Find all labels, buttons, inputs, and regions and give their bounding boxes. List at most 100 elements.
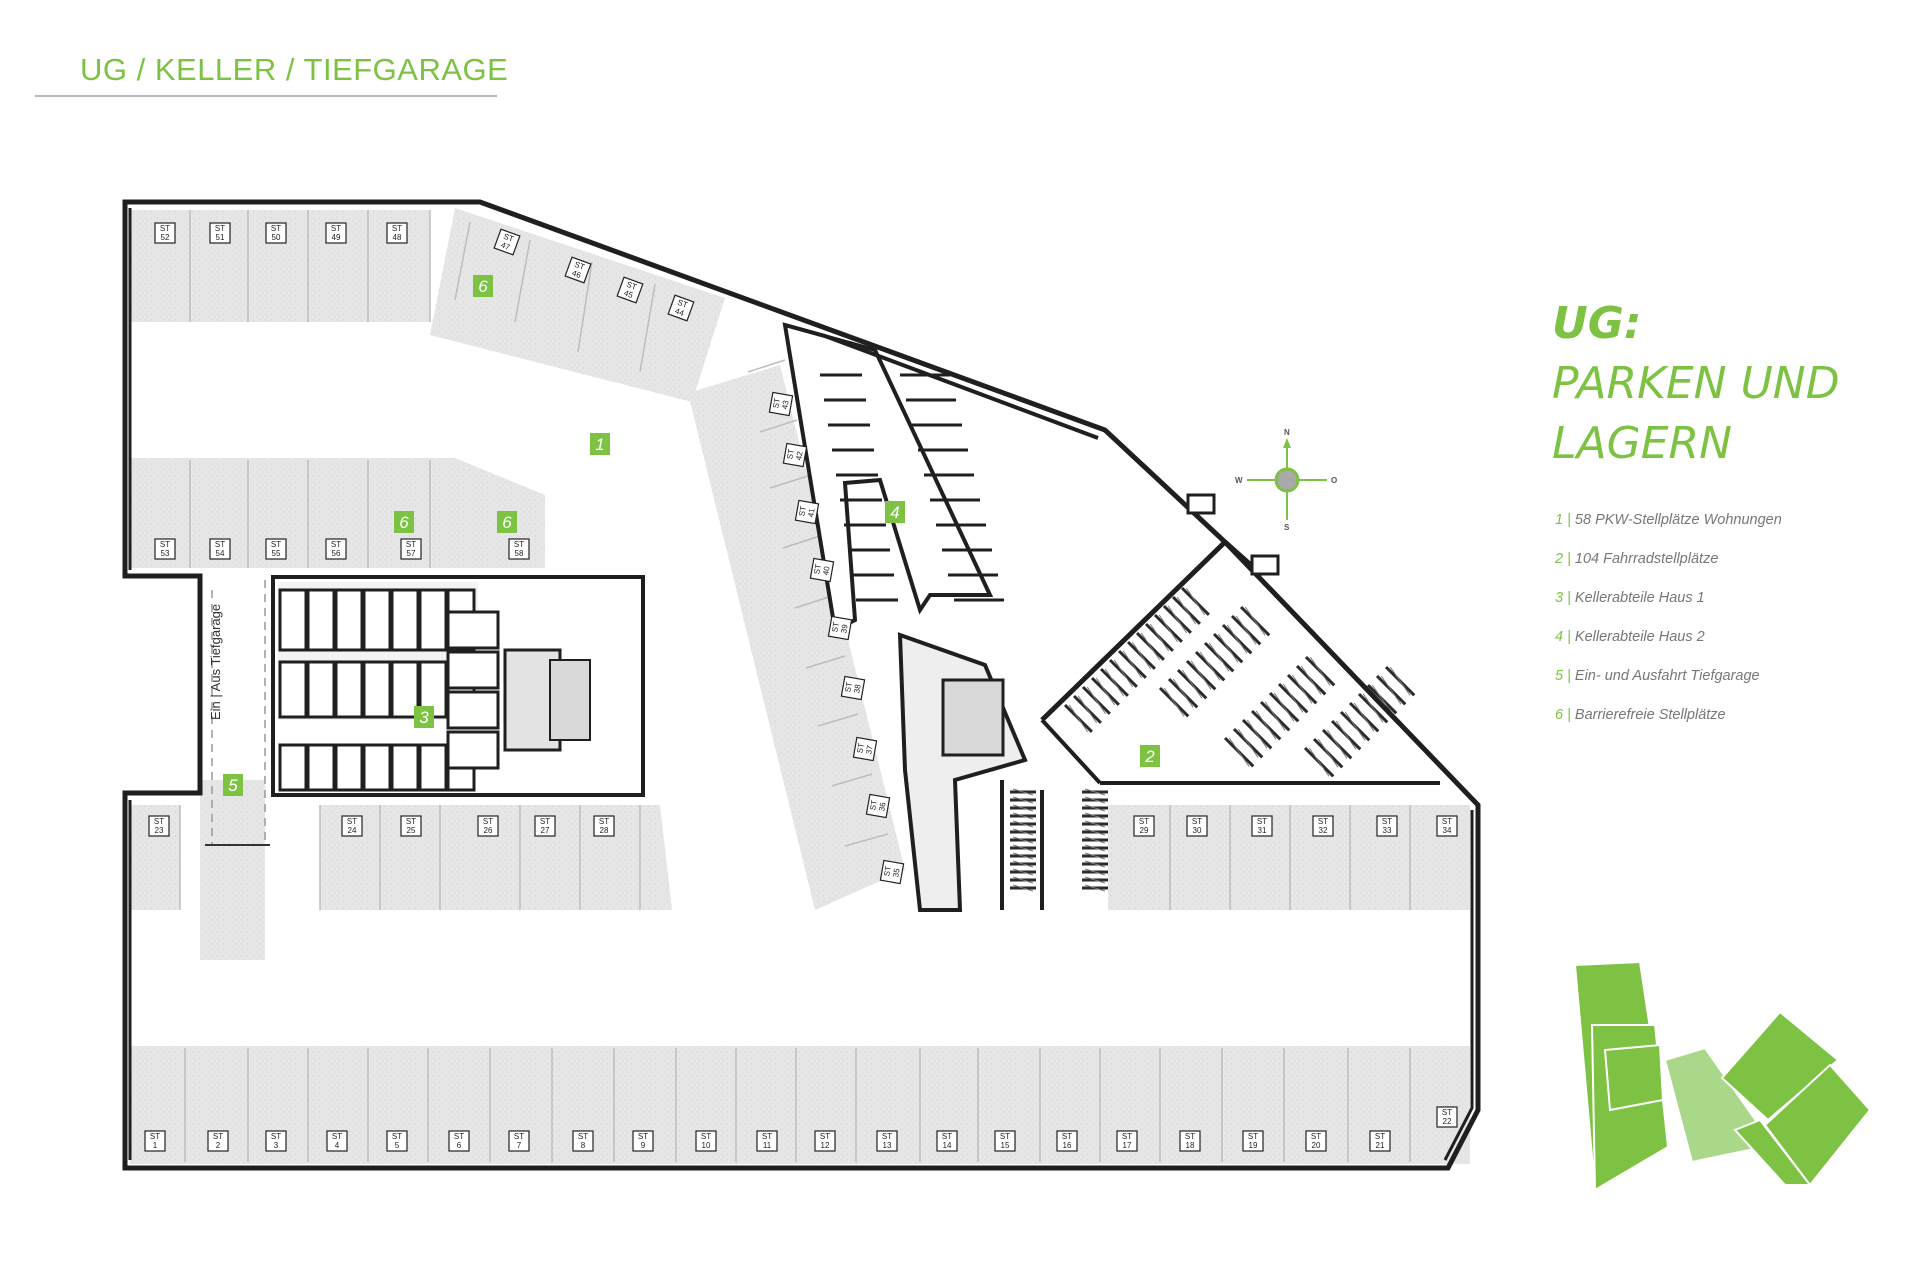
stall-areas	[130, 208, 1470, 1164]
bike-rack-icon	[1268, 691, 1300, 723]
north-arrow-icon	[1283, 438, 1291, 448]
legend-text: Kellerabteile Haus 2	[1574, 629, 1705, 645]
stall-number: 41	[806, 507, 817, 518]
stall-prefix: ST	[1375, 1132, 1385, 1141]
stall-number: 3	[274, 1141, 279, 1150]
stall-dividers	[179, 210, 1411, 1162]
stall-number: 28	[600, 826, 609, 835]
parking-stall-label: ST3	[265, 1130, 287, 1152]
stall-prefix: ST	[213, 1132, 223, 1141]
stall-prefix: ST	[578, 1132, 588, 1141]
bike-rack-icon	[1082, 828, 1108, 836]
stall-prefix: ST	[514, 540, 524, 549]
stall-number: 5	[395, 1141, 400, 1150]
stall-prefix: ST	[215, 540, 225, 549]
bike-rack-icon	[1010, 788, 1036, 796]
bike-rack-icon	[1010, 876, 1036, 884]
stall-number: 54	[216, 549, 225, 558]
stall-band-right	[1108, 805, 1470, 910]
bike-rack-icon	[1230, 614, 1262, 646]
stall-prefix: ST	[1257, 817, 1267, 826]
stall-prefix: ST	[797, 505, 808, 517]
stall-prefix: ST	[942, 1132, 952, 1141]
bike-rack-icon	[1010, 844, 1036, 852]
bike-rack-icon	[1375, 674, 1407, 706]
legend-text: 104 Fahrradstellplätze	[1574, 551, 1719, 567]
zone-number: 2	[1144, 747, 1155, 766]
stall-prefix: ST	[1185, 1132, 1195, 1141]
bike-rack-icon	[1180, 586, 1210, 616]
bike-rack-icon	[1108, 658, 1138, 688]
stall-prefix: ST	[701, 1132, 711, 1141]
stall-number: 16	[1063, 1141, 1072, 1150]
stall-number: 23	[155, 826, 164, 835]
stall-prefix: ST	[1062, 1132, 1072, 1141]
bike-rack-icon	[1232, 727, 1264, 759]
stall-number: 14	[943, 1141, 952, 1150]
stall-number: 4	[335, 1141, 340, 1150]
bike-rack-icon	[1082, 852, 1108, 860]
stall-prefix: ST	[454, 1132, 464, 1141]
bike-rack-icon	[1126, 640, 1156, 670]
bike-rack-icon	[1135, 631, 1165, 661]
legend-num: 1	[1555, 512, 1564, 528]
stall-number: 27	[541, 826, 550, 835]
legend-item: 6 | Barrierefreie Stellplätze	[1555, 707, 1726, 723]
bike-rack-icon	[1194, 650, 1226, 682]
stall-number: 42	[794, 450, 805, 461]
stall-prefix: ST	[1382, 817, 1392, 826]
zone-number: 6	[502, 513, 512, 532]
stall-prefix: ST	[1311, 1132, 1321, 1141]
stall-number: 32	[1319, 826, 1328, 835]
stall-number: 47	[500, 240, 512, 252]
ramp-surface	[200, 780, 265, 960]
stall-number: 24	[348, 826, 357, 835]
legend-item: 1 | 58 PKW-Stellplätze Wohnungen	[1555, 512, 1782, 528]
bike-rack-icon	[1082, 836, 1108, 844]
bike-rack-icon	[1221, 623, 1253, 655]
stall-prefix: ST	[150, 1132, 160, 1141]
bike-rack-icon	[1082, 812, 1108, 820]
stall-prefix: ST	[392, 1132, 402, 1141]
stall-number: 19	[1249, 1141, 1258, 1150]
stall-prefix: ST	[271, 1132, 281, 1141]
legend-text: Barrierefreie Stellplätze	[1574, 707, 1726, 723]
stall-prefix: ST	[160, 224, 170, 233]
bike-rack-icon	[1082, 788, 1108, 796]
bike-rack-icon	[1082, 884, 1108, 892]
storage-haus-1	[271, 575, 645, 797]
stall-prefix: ST	[215, 224, 225, 233]
bike-rack-icon	[1167, 677, 1199, 709]
bike-rack-icon	[1348, 701, 1380, 733]
zone-marker-z1: 1	[590, 433, 610, 455]
stall-prefix: ST	[638, 1132, 648, 1141]
compass-o: O	[1331, 476, 1337, 485]
stall-prefix: ST	[882, 865, 893, 877]
zone-number: 6	[399, 513, 409, 532]
stall-number: 57	[407, 549, 416, 558]
bike-rack-icon	[1082, 844, 1108, 852]
stall-prefix: ST	[1000, 1132, 1010, 1141]
stall-number: 55	[272, 549, 281, 558]
bike-rack-icon	[1239, 605, 1271, 637]
stall-prefix: ST	[1192, 817, 1202, 826]
stall-number: 15	[1001, 1141, 1010, 1150]
legend-num: 3	[1555, 590, 1564, 606]
stall-prefix: ST	[271, 224, 281, 233]
bike-rack-icon	[1250, 709, 1282, 741]
stall-band-diagonal	[688, 365, 905, 910]
